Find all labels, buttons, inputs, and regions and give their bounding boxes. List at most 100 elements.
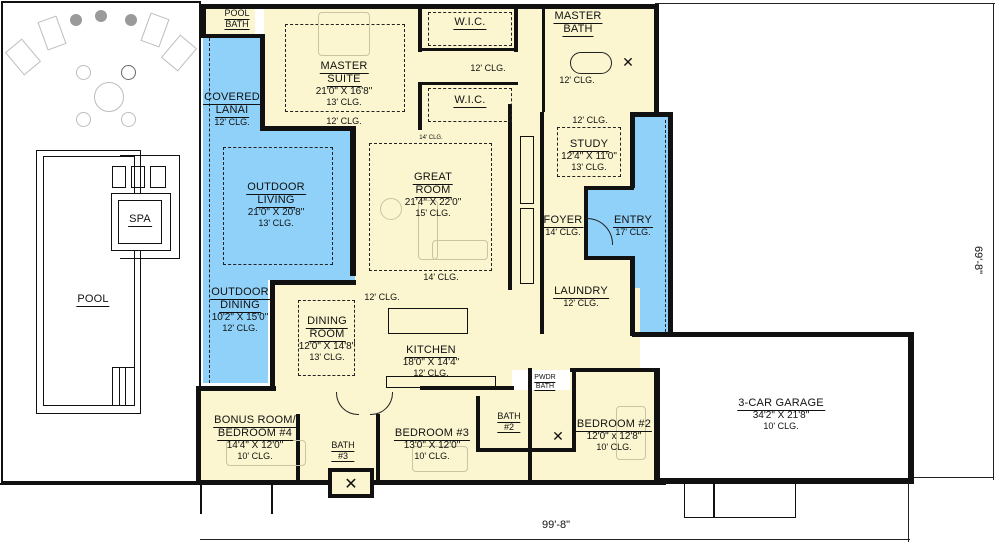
plant-icon (70, 14, 82, 26)
study-ceiling (557, 127, 621, 177)
master-suite-label: MASTER SUITE 21'0" X 16'8" 13' CLG. (315, 60, 373, 107)
garage-stoop (684, 482, 714, 518)
wall (542, 8, 545, 112)
master-suite-ceiling-note: 12' CLG. (326, 116, 362, 126)
wall (572, 370, 576, 450)
wall (200, 34, 264, 38)
width-dimension-tick (908, 482, 909, 542)
site-line (271, 484, 273, 514)
hallway (500, 288, 640, 370)
wall (570, 368, 660, 372)
covered-lanai-label: COVERED LANAI 12' CLG. (203, 91, 261, 127)
great-room-ceiling-top: 14' CLG. (419, 135, 443, 141)
study-hall-ceiling: 12' CLG. (572, 115, 608, 125)
wall (260, 34, 265, 130)
site-line (0, 483, 196, 485)
screen-line (209, 38, 210, 383)
wall (508, 104, 512, 290)
garage-wall (654, 478, 914, 484)
wall (200, 4, 655, 9)
shower-bumpout (328, 468, 374, 498)
master-bath-ceiling: 12' CLG. (559, 75, 595, 85)
spa-basin (118, 200, 162, 244)
pool-bath-label: POOL BATH (224, 8, 250, 31)
pool-bath-room (205, 6, 255, 36)
shower-x-icon: ✕ (622, 54, 634, 70)
wall (270, 280, 275, 390)
garage-wall (908, 332, 914, 482)
bedroom3-label: BEDROOM #3 13'0" X 12'0" 10' CLG. (393, 427, 471, 461)
outdoor-living-label: OUTDOOR LIVING 21'0" X 20'8" 13' CLG. (246, 181, 306, 228)
wall (654, 4, 659, 116)
bath3-label: BATH #3 (331, 440, 355, 463)
dining-room-label: DINING ROOM 12'0" X 14'8" 13' CLG. (298, 315, 356, 362)
depth-dimension-bottom (914, 477, 994, 478)
pool-coping-spa-extension (120, 155, 180, 259)
shower-x-icon: ✕ (552, 428, 564, 444)
overall-depth: 69'-8" (972, 245, 985, 275)
wic-shelving (428, 12, 512, 46)
patio-chair-icon (121, 65, 136, 80)
kitchen-area-ceiling: 12' CLG. (364, 292, 400, 302)
pool-basin (43, 156, 135, 406)
laundry-label: LAUNDRY 12' CLG. (553, 285, 609, 308)
patio-chair-icon (121, 112, 136, 127)
great-room-label: GREAT ROOM 21'4" X 22'0" 15' CLG. (404, 171, 462, 218)
wall (476, 448, 576, 452)
wall (630, 116, 635, 188)
site-line (200, 484, 202, 514)
wall (420, 386, 514, 390)
garage-label: 3-CAR GARAGE 34'2" X 21'8" 10' CLG. (737, 397, 825, 431)
plant-icon (125, 14, 137, 26)
wall (196, 480, 666, 485)
plant-icon (95, 10, 107, 22)
foyer-room (540, 188, 586, 258)
wall (540, 112, 544, 334)
entry-label: ENTRY 17' CLG. (612, 214, 654, 237)
bed-icon (412, 446, 468, 472)
wall (260, 126, 356, 131)
kitchen-label: KITCHEN 18'0" X 14'4" 12' CLG. (402, 344, 460, 378)
wall (630, 256, 635, 336)
dining-ceiling (298, 300, 355, 376)
spa-steps (112, 166, 126, 188)
wall (418, 82, 518, 85)
pool-step-line (125, 367, 126, 406)
bed-icon (616, 406, 646, 460)
wall (584, 256, 634, 260)
kitchen-counter (386, 376, 496, 388)
site-boundary (1, 1, 201, 483)
bathtub-icon (570, 52, 612, 74)
wic-upper-label: W.I.C. (453, 16, 487, 30)
closet-hall-ceiling: 12' CLG. (470, 63, 506, 73)
shower-x-icon: ✕ (344, 476, 358, 493)
outdoor-living-area (203, 128, 355, 280)
wic-lower-label: W.I.C. (453, 94, 487, 108)
spa-label: SPA (128, 213, 152, 227)
study-label: STUDY 12'4" X 11'0" 13' CLG. (561, 138, 617, 172)
wall (418, 8, 422, 52)
wall (632, 332, 912, 337)
closet-zone (418, 6, 542, 130)
wall (528, 368, 532, 480)
overall-width: 99'-8" (542, 519, 571, 531)
spa-steps (150, 166, 166, 188)
pool-step-line (119, 367, 120, 406)
wall (296, 414, 300, 480)
great-room-ceiling (369, 143, 492, 271)
wall (272, 280, 356, 285)
wall (350, 126, 356, 276)
foyer-label: FOYER 14' CLG. (542, 214, 584, 237)
built-in-cabinet (520, 136, 534, 204)
wall (584, 186, 634, 190)
great-room-ceiling-bottom: 14' CLG. (423, 272, 459, 282)
bed-icon (318, 12, 370, 56)
wall (418, 82, 422, 130)
bath2-label: BATH #2 (497, 411, 521, 434)
built-in-cabinet (520, 208, 534, 284)
patio-chair-icon (76, 112, 91, 127)
pool-label: POOL (76, 293, 110, 307)
wall (668, 112, 673, 334)
wall (196, 386, 276, 391)
master-tray-ceiling (285, 24, 405, 112)
